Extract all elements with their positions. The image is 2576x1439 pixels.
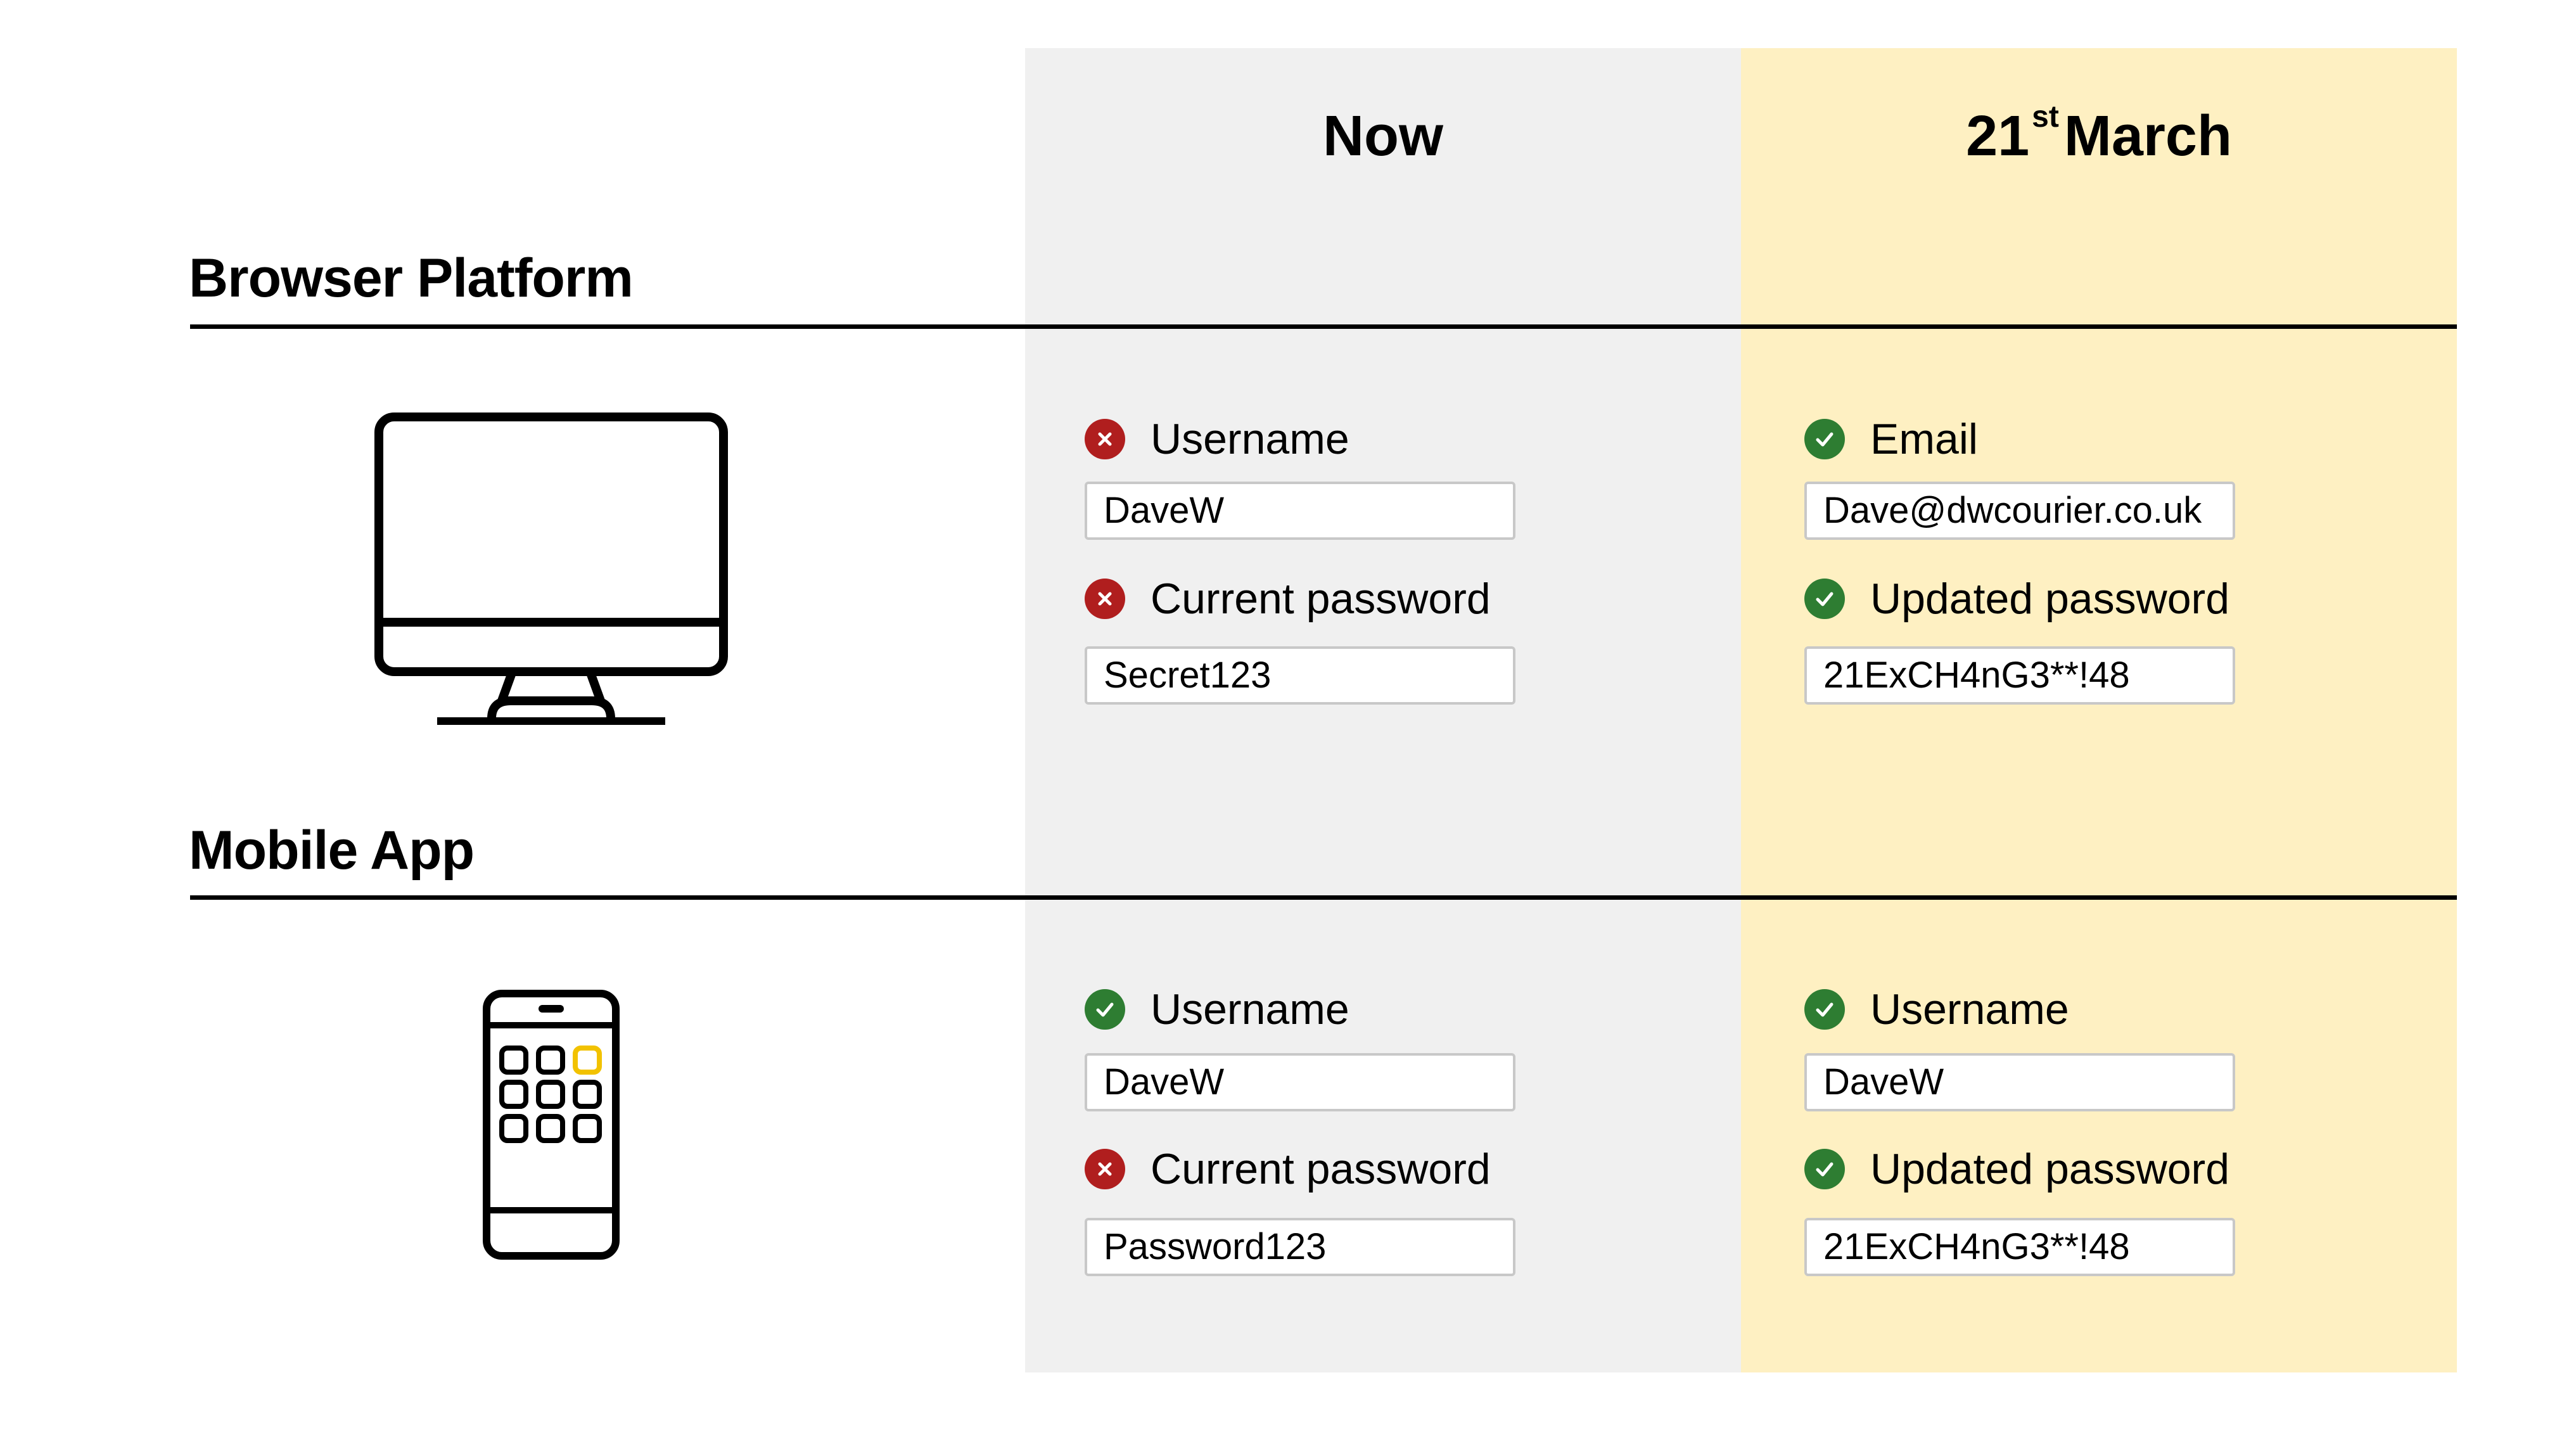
browser-platform-title: Browser Platform bbox=[189, 248, 634, 309]
cross-icon bbox=[1085, 419, 1125, 459]
check-icon bbox=[1085, 989, 1125, 1030]
mobile-march-password-input[interactable]: 21ExCH4nG3**!48 bbox=[1804, 1218, 2235, 1276]
march-column-heading: 21stMarch bbox=[1741, 95, 2457, 177]
check-icon bbox=[1804, 1149, 1845, 1189]
browser-divider bbox=[190, 324, 2457, 329]
march-column bbox=[1741, 48, 2457, 1372]
label-text: Email bbox=[1870, 415, 1979, 463]
browser-now-field2-label: Current password bbox=[1085, 570, 1491, 627]
march-heading-day: 21 bbox=[1966, 105, 2030, 168]
label-text: Current password bbox=[1151, 575, 1491, 623]
smartphone-icon bbox=[483, 990, 620, 1260]
desktop-monitor-icon bbox=[374, 413, 728, 725]
mobile-app-title: Mobile App bbox=[189, 820, 475, 881]
mobile-now-field2-label: Current password bbox=[1085, 1141, 1491, 1198]
browser-march-password-input[interactable]: 21ExCH4nG3**!48 bbox=[1804, 646, 2235, 705]
mobile-now-field1-label: Username bbox=[1085, 981, 1349, 1038]
label-text: Current password bbox=[1151, 1145, 1491, 1193]
label-text: Updated password bbox=[1870, 1145, 2230, 1193]
mobile-march-username-input[interactable]: DaveW bbox=[1804, 1053, 2235, 1111]
mobile-divider bbox=[190, 895, 2457, 900]
mobile-march-field2-label: Updated password bbox=[1804, 1141, 2229, 1198]
march-heading-suffix: st bbox=[2032, 100, 2059, 134]
mobile-march-field1-label: Username bbox=[1804, 981, 2069, 1038]
label-text: Updated password bbox=[1870, 575, 2230, 623]
browser-march-field2-label: Updated password bbox=[1804, 570, 2229, 627]
march-heading-month: March bbox=[2063, 105, 2232, 168]
browser-now-field1-label: Username bbox=[1085, 411, 1349, 468]
browser-now-password-input[interactable]: Secret123 bbox=[1085, 646, 1515, 705]
mobile-now-password-input[interactable]: Password123 bbox=[1085, 1218, 1515, 1276]
now-column-heading: Now bbox=[1323, 105, 1443, 168]
browser-march-email-input[interactable]: Dave@dwcourier.co.uk bbox=[1804, 482, 2235, 540]
browser-now-username-input[interactable]: DaveW bbox=[1085, 482, 1515, 540]
cross-icon bbox=[1085, 1149, 1125, 1189]
label-text: Username bbox=[1151, 985, 1349, 1033]
label-text: Username bbox=[1870, 985, 2069, 1033]
browser-march-field1-label: Email bbox=[1804, 411, 1978, 468]
cross-icon bbox=[1085, 579, 1125, 619]
now-column bbox=[1025, 48, 1741, 1372]
check-icon bbox=[1804, 579, 1845, 619]
mobile-now-username-input[interactable]: DaveW bbox=[1085, 1053, 1515, 1111]
check-icon bbox=[1804, 989, 1845, 1030]
check-icon bbox=[1804, 419, 1845, 459]
label-text: Username bbox=[1151, 415, 1349, 463]
